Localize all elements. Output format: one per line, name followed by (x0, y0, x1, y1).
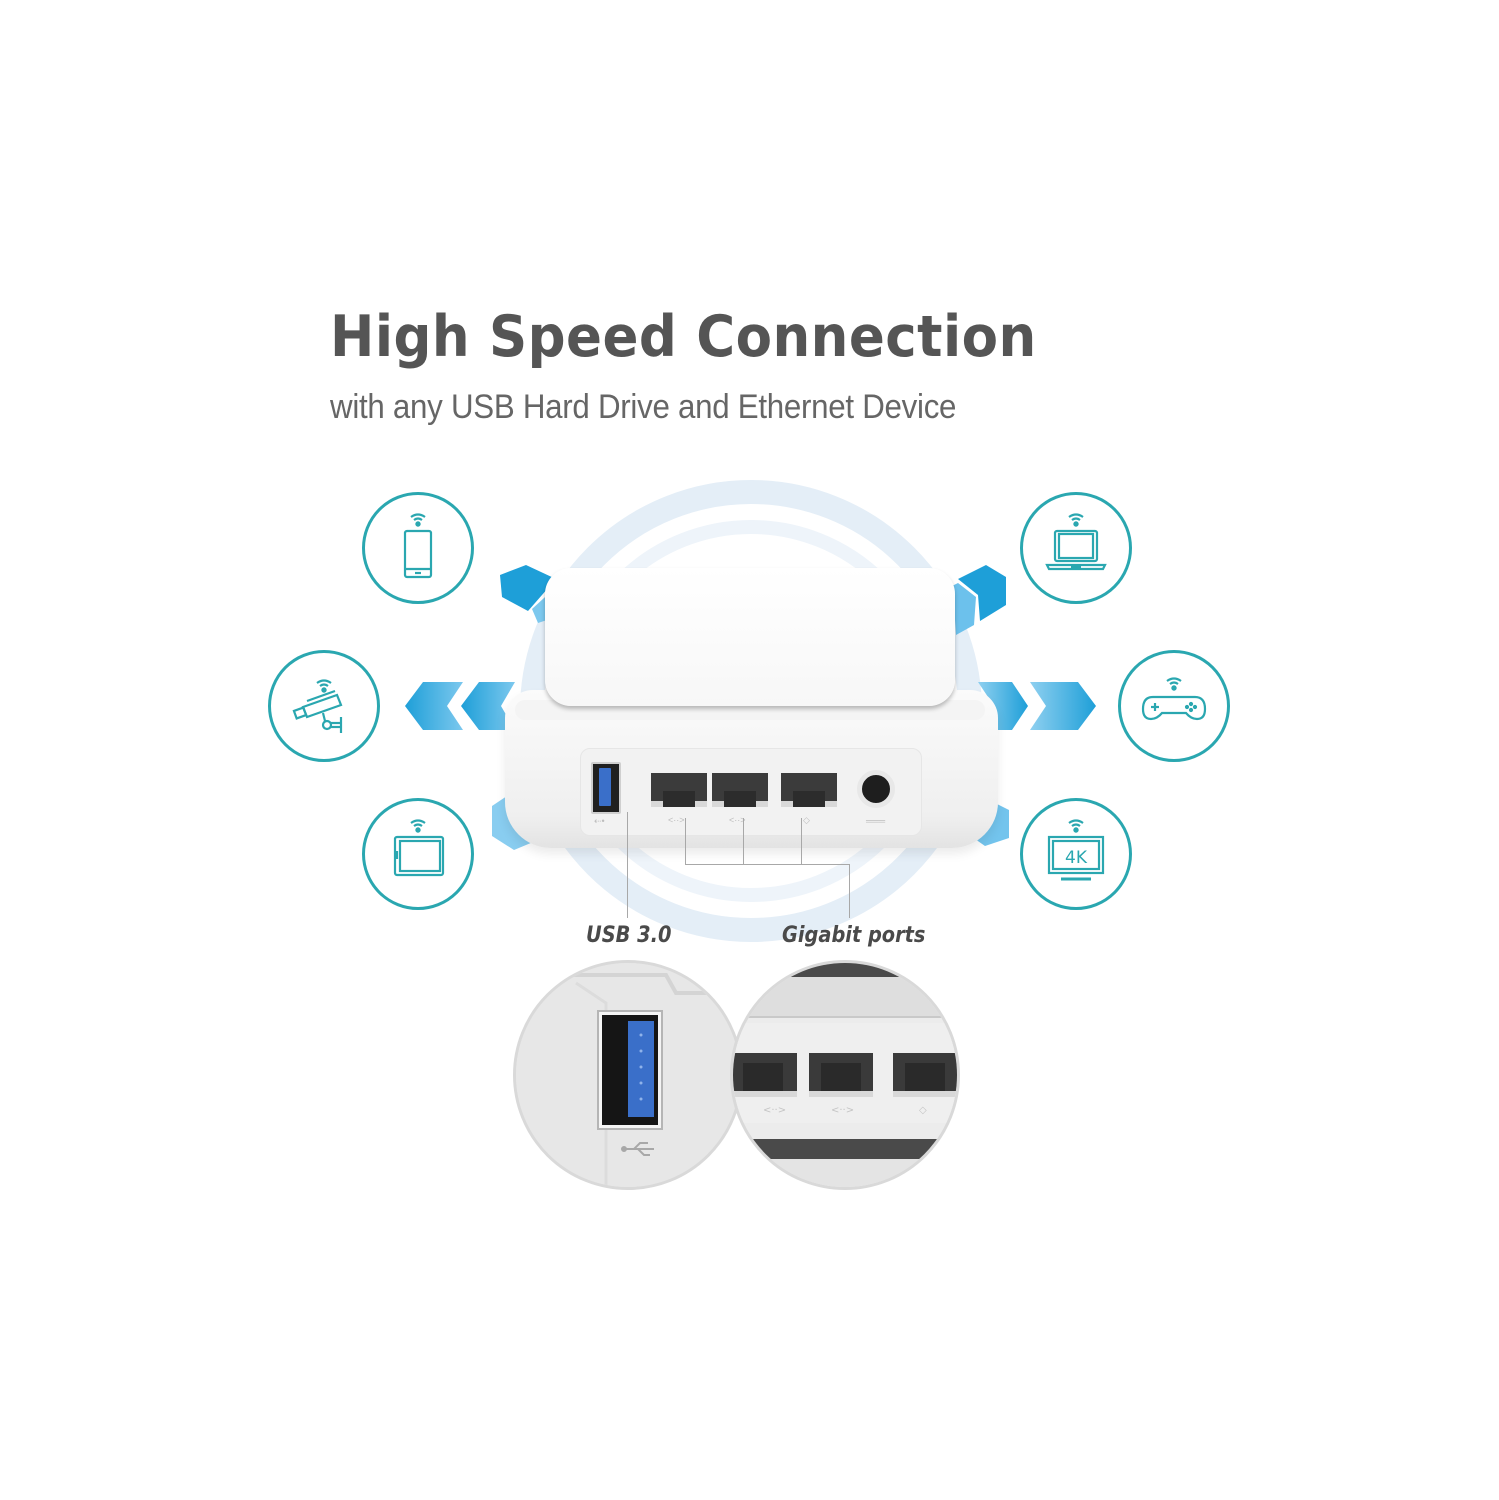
gigabit-detail-circle: <··> <··> ◇ (730, 960, 960, 1190)
usb-callout-label: USB 3.0 (586, 923, 672, 948)
dc-label: ═══ (866, 816, 886, 826)
device-game-controller (1118, 650, 1230, 762)
usb-leader-line (627, 812, 628, 918)
laptop-icon (1045, 513, 1107, 571)
gigabit-callout-label: Gigabit ports (782, 923, 926, 948)
arrow-left-chevrons (405, 682, 515, 730)
ethernet-port-3 (781, 773, 837, 807)
device-smartphone (362, 492, 474, 604)
gigabit-closeup: <··> <··> ◇ (733, 963, 957, 1187)
svg-text:<··>: <··> (763, 1105, 786, 1116)
usb-port (591, 762, 621, 814)
security-camera-icon (292, 679, 343, 733)
device-tablet (362, 798, 474, 910)
usb-detail-circle (513, 960, 743, 1190)
smartphone-icon (403, 513, 433, 579)
port-1-label: <··> (668, 815, 685, 825)
tv-4k-icon: 4K (1047, 819, 1105, 881)
device-4k-tv: 4K (1020, 798, 1132, 910)
dc-power-jack (857, 770, 895, 808)
svg-text:4K: 4K (1065, 848, 1088, 868)
svg-text:◇: ◇ (919, 1105, 927, 1116)
usb-closeup (516, 963, 740, 1187)
gig-leader-drop (849, 864, 850, 918)
usb-icon: ⇠• (594, 816, 605, 826)
ethernet-port-2 (712, 773, 768, 807)
svg-text:<··>: <··> (831, 1105, 854, 1116)
device-laptop (1020, 492, 1132, 604)
subheadline: with any USB Hard Drive and Ethernet Dev… (330, 388, 957, 426)
headline: High Speed Connection (330, 304, 1037, 370)
game-controller-icon (1141, 677, 1207, 721)
port-2-label: <··> (729, 815, 746, 825)
gig-leader-1 (685, 818, 686, 864)
gig-leader-2 (743, 818, 744, 864)
gig-leader-bar (685, 864, 850, 865)
router-top-cover (545, 568, 955, 706)
gig-leader-3 (801, 818, 802, 864)
ethernet-port-1 (651, 773, 707, 807)
port-3-label: ◇ (803, 815, 810, 825)
device-security-camera (268, 650, 380, 762)
tablet-icon (393, 819, 445, 877)
